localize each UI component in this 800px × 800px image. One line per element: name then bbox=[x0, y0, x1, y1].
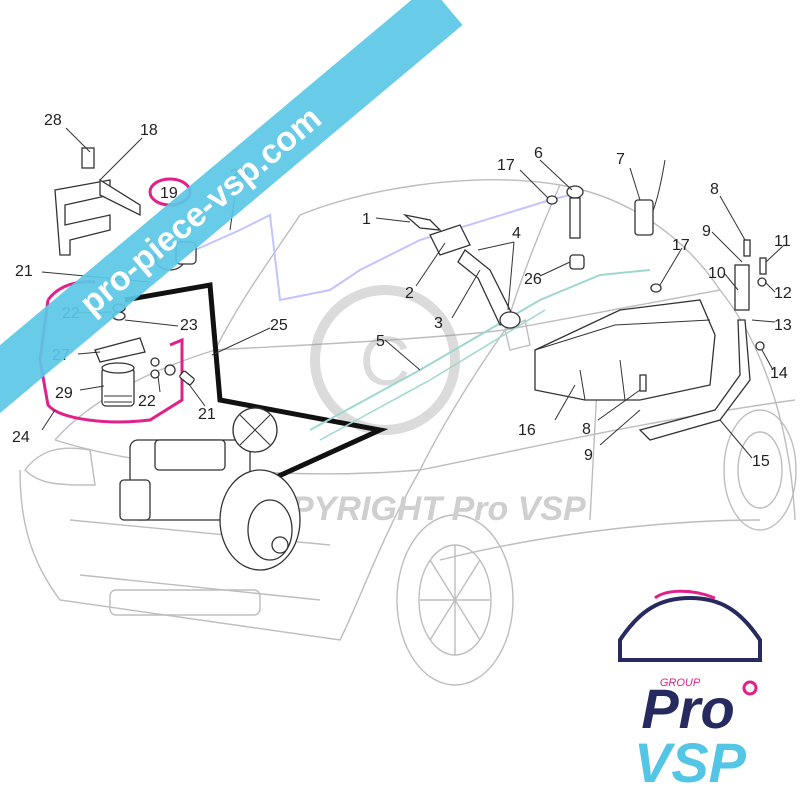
filter-head-27[interactable] bbox=[94, 337, 146, 363]
fuel-tank-16[interactable] bbox=[534, 299, 716, 401]
callout-1: 1 bbox=[362, 211, 371, 228]
callout-5: 5 bbox=[376, 333, 385, 350]
callout-21: 21 bbox=[15, 263, 33, 280]
grommet-17[interactable] bbox=[546, 195, 558, 205]
fuel-return-line bbox=[309, 269, 651, 431]
bolt-8[interactable] bbox=[743, 239, 751, 257]
fuel-return-line-2 bbox=[319, 309, 546, 441]
callout-18: 18 bbox=[140, 122, 158, 139]
callout-15: 15 bbox=[752, 453, 770, 470]
nut-14[interactable] bbox=[755, 341, 765, 351]
grommet-26[interactable] bbox=[569, 254, 585, 270]
callout-labels: 28 18 19 20 21 22 23 25 27 29 22 21 24 1… bbox=[12, 112, 792, 470]
copyright-watermark: C bbox=[310, 285, 460, 435]
callout-7: 7 bbox=[616, 151, 625, 168]
fuel-filter-29[interactable] bbox=[101, 362, 135, 407]
callout-22b: 22 bbox=[138, 393, 156, 410]
logo-vsp-text: VSP bbox=[634, 731, 747, 794]
callout-13: 13 bbox=[774, 317, 792, 334]
bracket-10[interactable] bbox=[734, 264, 750, 311]
logo-hex-dot bbox=[742, 680, 758, 696]
logo-car-icon bbox=[618, 595, 762, 662]
callout-10: 10 bbox=[708, 265, 726, 282]
callout-25: 25 bbox=[270, 317, 288, 334]
logo-pro-text: Pro bbox=[641, 677, 734, 740]
bolt-8b[interactable] bbox=[639, 374, 647, 392]
svg-text:C: C bbox=[360, 322, 411, 400]
callout-12: 12 bbox=[774, 285, 792, 302]
callout-8b: 8 bbox=[582, 421, 591, 438]
tank-strap-15[interactable] bbox=[638, 319, 751, 441]
callout-21b: 21 bbox=[198, 406, 216, 423]
logo-group-text: GROUP bbox=[660, 677, 701, 689]
engine bbox=[119, 407, 301, 571]
callout-2: 2 bbox=[405, 285, 414, 302]
callout-28: 28 bbox=[44, 112, 62, 129]
callout-26: 26 bbox=[524, 271, 542, 288]
callout-9: 9 bbox=[702, 223, 711, 240]
callout-23: 23 bbox=[180, 317, 198, 334]
callout-16: 16 bbox=[518, 422, 536, 439]
callout-24: 24 bbox=[12, 429, 30, 446]
vent-line bbox=[194, 194, 571, 302]
callout-29: 29 bbox=[55, 385, 73, 402]
callout-3: 3 bbox=[434, 315, 443, 332]
provsp-logo: GROUP Pro VSP bbox=[618, 589, 762, 794]
nut-12[interactable] bbox=[757, 277, 767, 287]
callout-8: 8 bbox=[710, 181, 719, 198]
callout-19: 19 bbox=[160, 185, 178, 202]
car-outline bbox=[19, 179, 797, 686]
callout-17: 17 bbox=[497, 157, 515, 174]
bolt-11[interactable] bbox=[759, 257, 767, 275]
sender-6[interactable] bbox=[566, 185, 584, 239]
filler-neck[interactable] bbox=[402, 213, 521, 329]
callout-9b: 9 bbox=[584, 447, 593, 464]
leader-lines bbox=[41, 127, 784, 459]
callout-11: 11 bbox=[774, 233, 791, 250]
fuel-pump-7[interactable] bbox=[634, 159, 666, 236]
callout-17b: 17 bbox=[672, 237, 690, 254]
callout-14: 14 bbox=[770, 365, 788, 382]
bracket-18[interactable] bbox=[54, 147, 141, 256]
callout-6: 6 bbox=[534, 145, 543, 162]
grommet-17b[interactable] bbox=[650, 283, 662, 293]
callout-4: 4 bbox=[512, 225, 521, 242]
